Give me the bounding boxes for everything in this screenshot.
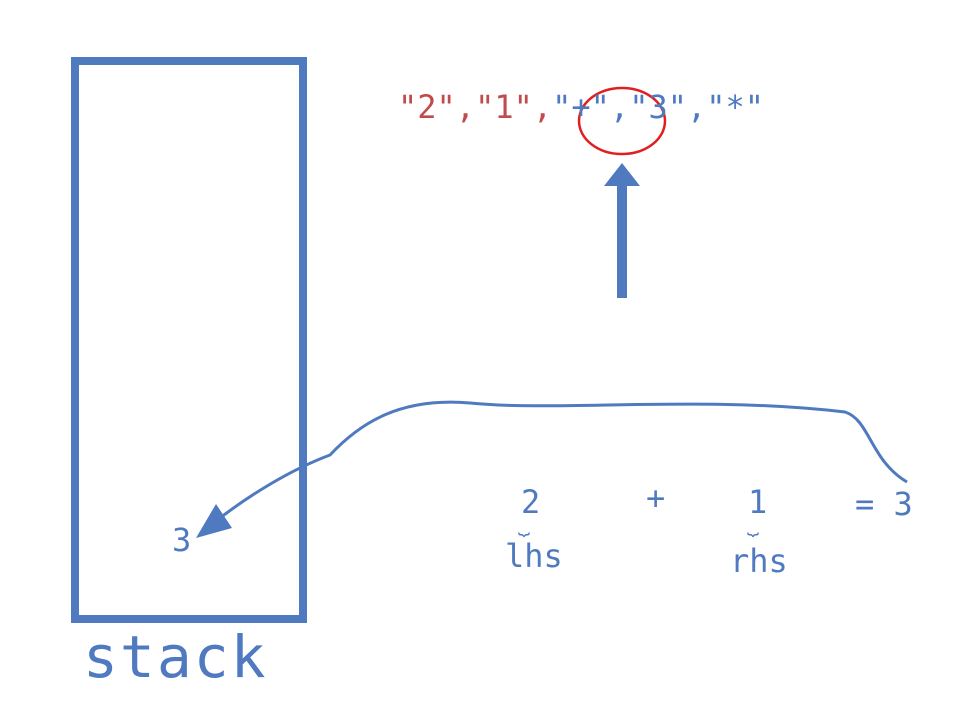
lhs-value: 2 <box>521 483 541 521</box>
equation-result: = 3 <box>855 485 913 523</box>
token-separator: , <box>532 88 553 126</box>
token-item: "3" <box>629 88 687 126</box>
token-item-current: "+" <box>552 88 610 126</box>
result-push-arrowhead <box>196 504 232 538</box>
rhs-value: 1 <box>748 483 768 521</box>
token-separator: , <box>686 88 707 126</box>
stack-value: 3 <box>172 521 192 559</box>
lhs-brace: ⏟ <box>518 512 530 536</box>
rhs-label: rhs <box>730 542 788 580</box>
token-item: "*" <box>706 88 765 126</box>
operator-plus: + <box>646 479 666 517</box>
stack-box <box>71 57 307 623</box>
token-item: "1" <box>475 88 533 126</box>
token-list: "2","1","+","3","*" <box>398 91 764 123</box>
token-separator: , <box>455 88 476 126</box>
stack-label: stack <box>83 623 268 691</box>
rhs-brace: ⏟ <box>747 512 759 536</box>
result-push-arrow <box>219 400 908 520</box>
current-token-highlight-circle <box>577 86 667 156</box>
pointer-arrow-head <box>604 163 640 186</box>
lhs-label: lhs <box>505 537 563 575</box>
token-separator: , <box>609 88 630 126</box>
token-item: "2" <box>398 88 456 126</box>
pointer-arrow-shaft <box>617 178 627 298</box>
current-token-pointer-arrow <box>604 163 640 298</box>
